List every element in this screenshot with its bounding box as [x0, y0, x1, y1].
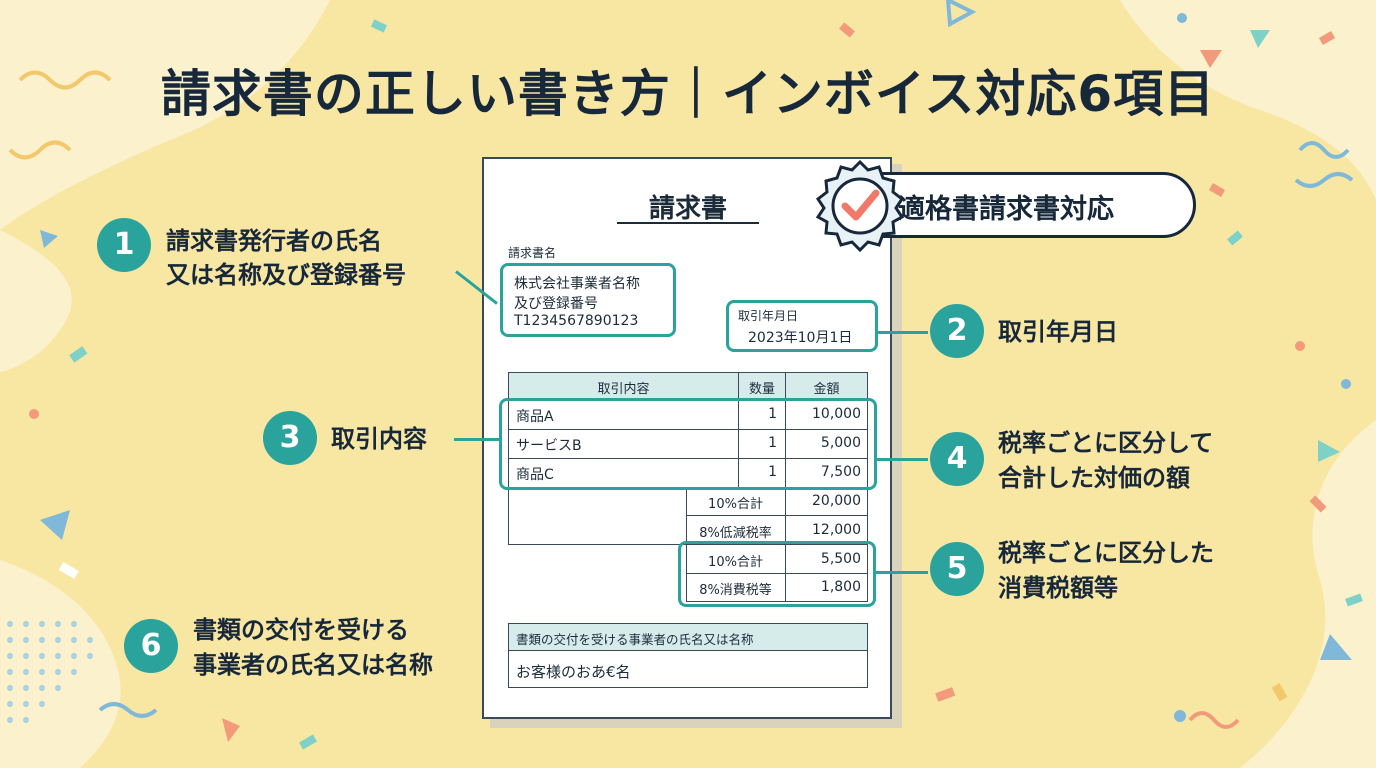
- subtotal-amount: 20,000: [812, 493, 861, 509]
- date-value: 2023年10月1日: [748, 330, 853, 346]
- grid-line: [686, 573, 868, 574]
- item-amount: 10,000: [812, 406, 861, 422]
- recipient-label: 書類の交付を受ける事業者の氏名又は名称: [516, 632, 754, 647]
- grid-line: [686, 601, 868, 602]
- grid-line: [738, 372, 739, 488]
- item-name: 商品A: [516, 409, 554, 425]
- page-title: 請求書の正しい書き方｜インボイス対応6項目: [160, 65, 1216, 123]
- recipient-header-bg: [509, 624, 867, 650]
- connector-5: [876, 571, 928, 574]
- tax-highlight: [678, 541, 876, 607]
- callout-4-line-1: 税率ごとに区分して: [998, 429, 1214, 457]
- checkmark-seal-icon: [815, 160, 905, 252]
- grid-line: [686, 487, 687, 602]
- issuer-line-1: 株式会社事業者名称: [514, 276, 640, 292]
- date-highlight: [726, 300, 878, 352]
- issuer-highlight: [500, 263, 676, 337]
- callout-number-4: 4: [930, 432, 984, 486]
- grid-line: [686, 515, 868, 516]
- grid-line: [508, 458, 868, 459]
- callout-5-line-2: 消費税額等: [998, 574, 1118, 602]
- compliance-tag: [848, 172, 1196, 238]
- grid-line: [508, 429, 868, 430]
- grid-line: [508, 372, 868, 373]
- callout-1-line-1: 請求書発行者の氏名: [166, 227, 382, 255]
- callout-2-line-1: 取引年月日: [998, 318, 1118, 346]
- callout-number-1: 1: [97, 218, 151, 272]
- callout-6-line-1: 書類の交付を受ける: [193, 616, 409, 644]
- item-name: サービスB: [516, 438, 582, 454]
- grid-line: [508, 687, 868, 688]
- issuer-line-2: 及び登録番号: [514, 296, 598, 312]
- item-qty: 1: [768, 464, 777, 480]
- issuer-label: 請求書名: [508, 246, 557, 260]
- item-name: 商品C: [516, 467, 554, 483]
- tax-amount: 1,800: [820, 579, 861, 595]
- tax-amount: 5,500: [820, 551, 861, 567]
- callout-3-line-1: 取引内容: [331, 425, 427, 453]
- grid-line: [867, 623, 868, 688]
- table-header-bg: [509, 373, 867, 399]
- grid-line: [508, 372, 509, 545]
- tax-label: 10%合計: [708, 555, 763, 570]
- callout-number-6: 6: [124, 619, 178, 673]
- grid-line: [508, 650, 868, 651]
- grid-line: [508, 623, 509, 688]
- grid-line: [508, 544, 868, 545]
- callout-4-line-2: 合計した対価の額: [998, 464, 1190, 492]
- connector-3: [454, 438, 500, 441]
- callout-5-line-1: 税率ごとに区分した: [998, 539, 1214, 567]
- subtotal-amount: 12,000: [812, 522, 861, 538]
- callout-number-2: 2: [930, 304, 984, 358]
- invoice-title-underline: [617, 222, 759, 224]
- grid-line: [508, 623, 868, 624]
- subtotal-label: 10%合計: [708, 497, 763, 512]
- item-amount: 7,500: [820, 464, 861, 480]
- item-qty: 1: [768, 435, 777, 451]
- item-amount: 5,000: [820, 435, 861, 451]
- callout-6-line-2: 事業者の氏名又は名称: [193, 651, 433, 679]
- compliance-tag-label: 適格書請求書対応: [898, 194, 1114, 225]
- issuer-registration-number: T1234567890123: [514, 313, 639, 329]
- subtotal-label: 8%低減税率: [699, 526, 772, 541]
- items-highlight: [499, 398, 877, 490]
- callout-number-3: 3: [263, 411, 317, 465]
- callout-number-5: 5: [930, 542, 984, 596]
- date-label: 取引年月日: [738, 309, 799, 323]
- callout-1-line-2: 又は名称及び登録番号: [166, 261, 406, 289]
- recipient-value: お客様のおあ€名: [516, 663, 631, 681]
- table-header-description: 取引内容: [597, 382, 650, 397]
- table-header-amount: 金額: [813, 382, 840, 397]
- tax-label: 8%消費税等: [699, 583, 772, 598]
- connector-2: [876, 331, 928, 334]
- connector-4: [876, 458, 928, 461]
- table-header-quantity: 数量: [748, 382, 775, 397]
- item-qty: 1: [768, 406, 777, 422]
- invoice-title: 請求書: [648, 194, 727, 224]
